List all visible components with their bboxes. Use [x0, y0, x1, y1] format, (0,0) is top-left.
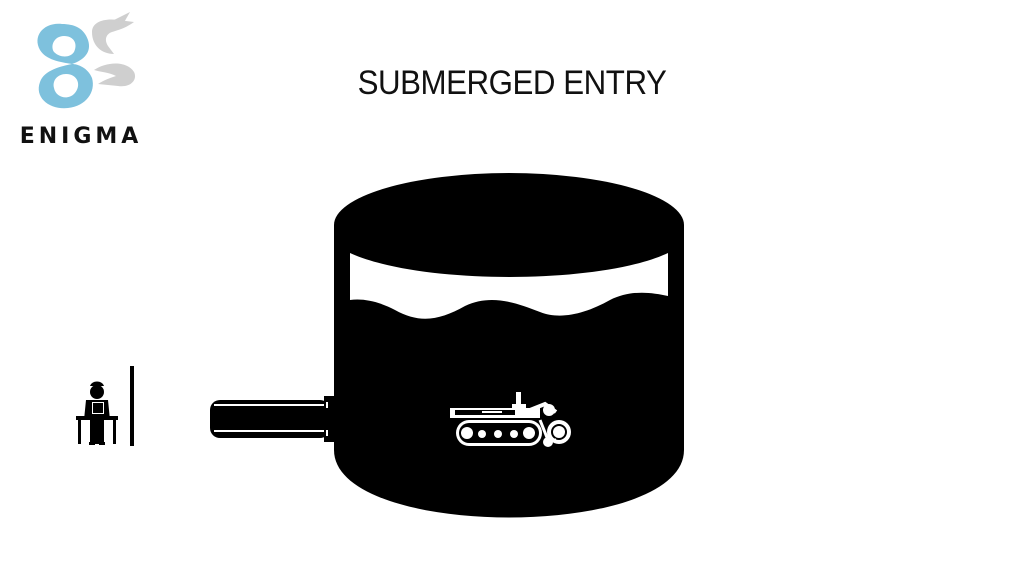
page-title: SUBMERGED ENTRY — [357, 64, 667, 102]
barrier — [130, 366, 134, 446]
operator-icon — [76, 381, 118, 445]
liquid-surface — [350, 253, 668, 319]
enigma-logo: ENIGMA — [8, 8, 158, 153]
entry-pipe — [210, 396, 340, 442]
crawler-robot-icon — [450, 392, 571, 447]
enigma-logo-mark-icon — [37, 12, 136, 109]
storage-tank — [334, 173, 684, 518]
logo-wordmark: ENIGMA — [19, 124, 143, 149]
